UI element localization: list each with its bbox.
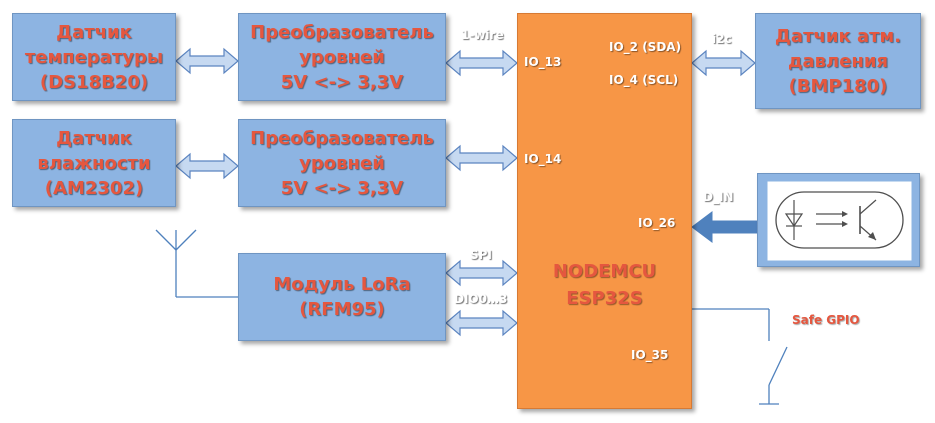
converter-2-line-1: Преобразователь — [250, 127, 434, 149]
dio-label: DIO0…3 — [454, 292, 508, 306]
humidity-sensor-line-2: влажности — [37, 152, 151, 174]
converter-1-line-2: уровней — [299, 46, 385, 68]
temp-sensor-line-3: (DS18B20) — [39, 71, 149, 93]
optocoupler-icon — [767, 181, 912, 261]
d-in-label: D_IN — [703, 190, 734, 204]
converter-1-line-3: 5V <-> 3,3V — [280, 71, 404, 93]
converter-2-line-3: 5V <-> 3,3V — [280, 177, 404, 199]
pin-io14: IO_14 — [524, 152, 562, 166]
mcu-title-line-1: NODEMCU — [552, 261, 657, 282]
lora-line-2: (RFM95) — [299, 299, 385, 320]
pressure-sensor-line-2: давления — [787, 50, 889, 72]
lora-dio-arrow — [445, 309, 518, 337]
onewire-label: 1-wire — [461, 28, 504, 42]
converter-1-to-mcu-arrow — [445, 49, 518, 77]
antenna-icon — [155, 229, 238, 298]
temp-sensor-line-1: Датчик — [56, 21, 132, 43]
safe-gpio-switch-icon — [692, 308, 788, 405]
humidity-sensor-line-1: Датчик — [56, 127, 132, 149]
optocoupler-block — [757, 173, 920, 267]
pressure-sensor-block: Датчик атм. давления (BMP180) — [755, 13, 921, 109]
level-converter-2-block: Преобразователь уровней 5V <-> 3,3V — [238, 119, 446, 207]
converter-2-line-2: уровней — [299, 152, 385, 174]
mcu-title-line-2: ESP32S — [566, 288, 643, 309]
converter-2-to-mcu-arrow — [445, 144, 518, 172]
temp-to-converter-1-arrow — [175, 47, 239, 75]
lora-line-1: Модуль LoRa — [273, 274, 411, 295]
d-in-arrow — [691, 211, 758, 243]
temp-sensor-line-2: температуры — [24, 46, 164, 68]
pin-io4: IO_4 (SCL) — [609, 73, 679, 87]
spi-label: SPI — [470, 248, 492, 262]
humidity-sensor-block: Датчик влажности (AM2302) — [12, 119, 176, 207]
humidity-to-converter-2-arrow — [175, 152, 239, 180]
lora-spi-arrow — [445, 259, 518, 287]
pin-io35: IO_35 — [631, 348, 669, 362]
humidity-sensor-line-3: (AM2302) — [44, 177, 144, 199]
i2c-label: i2c — [712, 32, 732, 46]
pressure-sensor-line-1: Датчик атм. — [774, 25, 902, 47]
pressure-sensor-line-3: (BMP180) — [788, 75, 888, 97]
pin-io2: IO_2 (SDA) — [609, 40, 682, 54]
temp-sensor-block: Датчик температуры (DS18B20) — [12, 13, 176, 101]
level-converter-1-block: Преобразователь уровней 5V <-> 3,3V — [238, 13, 446, 101]
lora-module-block: Модуль LoRa (RFM95) — [238, 253, 446, 341]
nodemcu-esp32s-block: NODEMCU ESP32S — [517, 13, 692, 409]
converter-1-line-1: Преобразователь — [250, 21, 434, 43]
pin-io13: IO_13 — [524, 55, 562, 69]
mcu-to-pressure-arrow — [691, 49, 756, 77]
safe-gpio-label: Safe GPIO — [792, 313, 860, 327]
pin-io26: IO_26 — [638, 216, 676, 230]
